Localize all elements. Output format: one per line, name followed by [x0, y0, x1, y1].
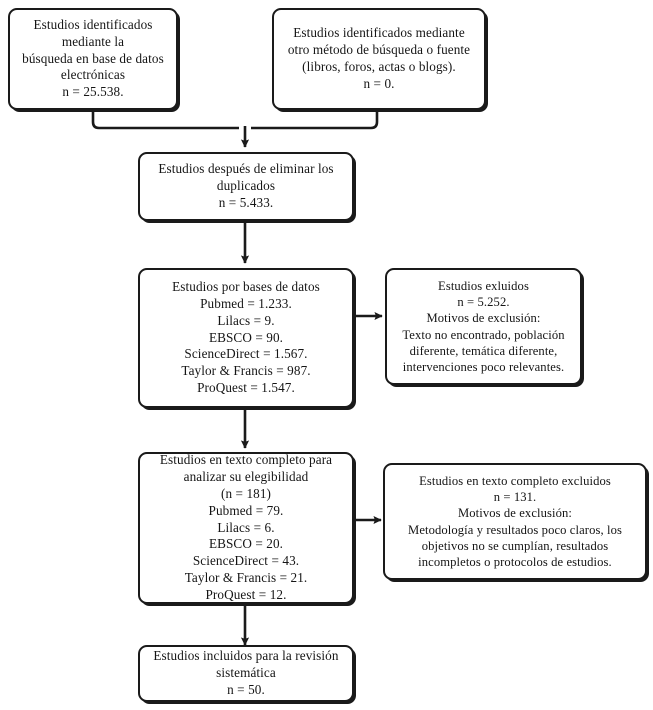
box-by-database: Estudios por bases de datos Pubmed = 1.2… — [138, 268, 354, 408]
box-fulltext-excluded-text: Estudios en texto completo excluidos n =… — [408, 474, 622, 569]
box-included: Estudios incluidos para la revisión sist… — [138, 645, 354, 702]
box-identified-databases: Estudios identificados mediante la búsqu… — [8, 8, 178, 110]
box-by-database-text: Estudios por bases de datos Pubmed = 1.2… — [172, 278, 320, 396]
box-fulltext-assessed-text: Estudios en texto completo para analizar… — [159, 452, 333, 603]
box-excluded-records: Estudios exluidos n = 5.252. Motivos de … — [385, 268, 582, 385]
connector-identified-databases-to-merge — [91, 110, 239, 130]
box-after-duplicates: Estudios después de eliminar los duplica… — [138, 152, 354, 221]
connector-identified-other-to-merge — [251, 110, 379, 130]
box-identified-other: Estudios identificados mediante otro mét… — [272, 8, 486, 110]
box-fulltext-assessed: Estudios en texto completo para analizar… — [138, 452, 354, 604]
box-fulltext-excluded: Estudios en texto completo excluidos n =… — [383, 463, 647, 580]
box-identified-databases-text: Estudios identificados mediante la búsqu… — [22, 16, 164, 100]
box-excluded-records-text: Estudios exluidos n = 5.252. Motivos de … — [402, 279, 565, 374]
box-after-duplicates-text: Estudios después de eliminar los duplica… — [158, 161, 334, 210]
box-identified-other-text: Estudios identificados mediante otro mét… — [287, 25, 471, 91]
box-included-text: Estudios incluidos para la revisión sist… — [153, 648, 339, 697]
